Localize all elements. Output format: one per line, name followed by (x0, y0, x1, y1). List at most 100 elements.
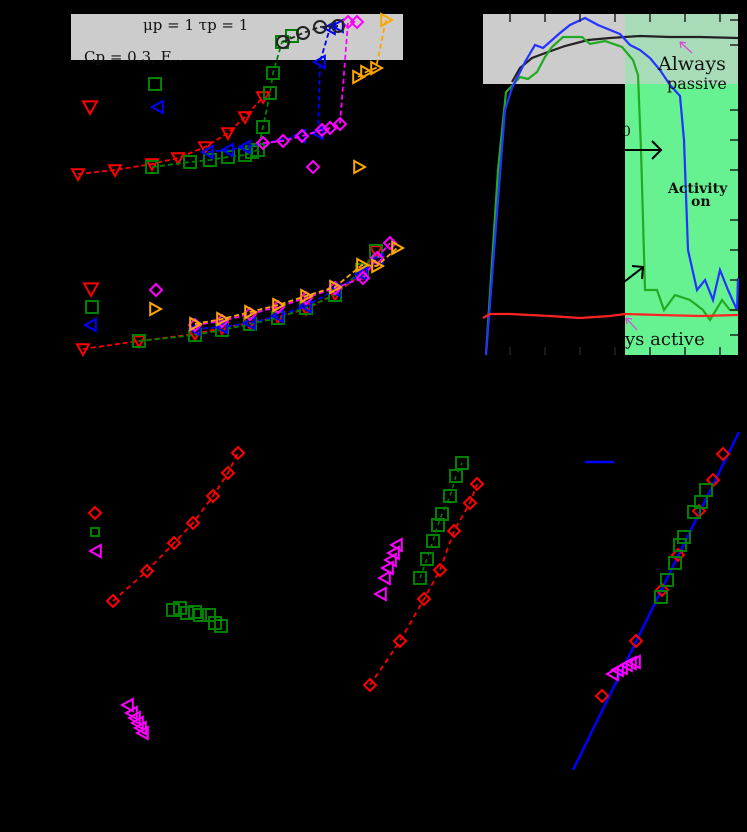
panel-a-annotation-text: μp = 1 τp = 1 (143, 16, 248, 34)
panel-a-bottom (75, 235, 406, 358)
pointer-active-icon (625, 317, 638, 331)
marker-< (379, 560, 394, 576)
series-line (419, 462, 463, 579)
series-black-circle (276, 19, 345, 49)
series-red-diamond (362, 476, 485, 693)
series-line (484, 35, 738, 356)
marker-< (236, 139, 251, 155)
marker-< (376, 570, 391, 586)
marker-D (670, 547, 686, 563)
marker-s (203, 153, 217, 167)
series-red-diamond (105, 445, 246, 609)
marker-D (275, 133, 291, 149)
marker-v (220, 127, 236, 142)
marker-D (185, 515, 201, 531)
marker-v (82, 282, 100, 299)
series-line (207, 25, 339, 153)
marker-D (355, 270, 371, 286)
marker-> (370, 60, 385, 76)
marker-D (230, 445, 246, 461)
marker-s (449, 469, 463, 483)
marker-D (349, 14, 365, 30)
pointer-passive-icon (679, 41, 693, 54)
marker-> (353, 159, 368, 175)
panel-d (362, 456, 485, 693)
panel-a-cut-text: Cp = 0.3, F... (84, 48, 183, 66)
marker-D (148, 282, 164, 298)
marker-> (360, 64, 375, 80)
series-magenta-triangle-left (604, 654, 641, 682)
marker-v (237, 111, 253, 126)
marker-< (186, 321, 201, 337)
series-line (194, 242, 391, 326)
marker-s (132, 334, 146, 348)
marker-v (368, 245, 384, 260)
marker-D (314, 122, 330, 138)
series-line (112, 452, 239, 602)
marker-D (332, 116, 348, 132)
series-line (484, 16, 740, 356)
marker-> (329, 279, 344, 295)
marker-D (628, 633, 644, 649)
marker-> (371, 258, 386, 274)
series-line (77, 96, 264, 175)
series-line (151, 35, 293, 168)
marker-D (654, 582, 670, 598)
series-green-square (132, 244, 383, 348)
marker-v (107, 164, 123, 179)
marker-> (216, 311, 231, 327)
marker-< (622, 655, 637, 671)
marker-< (119, 697, 134, 713)
marker-s (90, 527, 100, 537)
series-line (194, 247, 398, 325)
marker-s (699, 483, 713, 497)
marker-D (139, 563, 155, 579)
marker-> (380, 12, 395, 28)
series-magenta-diamond (187, 235, 398, 333)
marker-v (70, 168, 86, 183)
marker-< (311, 54, 326, 70)
marker-D (382, 235, 398, 251)
marker-D (446, 523, 462, 539)
marker-D (166, 535, 182, 551)
label-partial: 0 (622, 124, 631, 140)
marker-< (134, 725, 149, 741)
label-always-passive: Always (657, 53, 726, 75)
panel-b: Always passive Activity on ys active 0 (482, 14, 740, 356)
panel-c (105, 445, 246, 741)
marker-< (219, 142, 234, 158)
marker-D (105, 593, 121, 609)
panel-a-annotation-box (71, 14, 403, 60)
series-green-square (654, 483, 713, 604)
marker-s (443, 489, 457, 503)
marker-s (193, 608, 207, 622)
series-line (482, 312, 739, 320)
panel-a-top: μp = 1 τp = 1 Cp = 0.3, F... (70, 12, 403, 183)
marker-v (131, 335, 147, 350)
marker-v (75, 343, 91, 358)
panel-e (571, 431, 741, 771)
marker-D (255, 135, 271, 151)
marker-v (81, 100, 99, 117)
marker-D (87, 505, 103, 521)
marker-D (322, 120, 338, 136)
marker-D (392, 633, 408, 649)
marker-o (276, 35, 290, 49)
series-line (282, 25, 339, 43)
marker-> (189, 316, 204, 332)
marker-s (435, 507, 449, 521)
arrow-right-icon (625, 140, 663, 160)
marker-s (256, 120, 270, 134)
marker-D (715, 446, 731, 462)
series-green-square (166, 601, 228, 633)
marker-D (362, 677, 378, 693)
series-green (484, 35, 738, 356)
marker-> (356, 257, 371, 273)
marker-> (272, 297, 287, 313)
marker-s (668, 556, 682, 570)
marker-s (426, 534, 440, 548)
marker-s (221, 150, 235, 164)
label-on: on (691, 194, 711, 210)
marker-> (352, 69, 367, 85)
